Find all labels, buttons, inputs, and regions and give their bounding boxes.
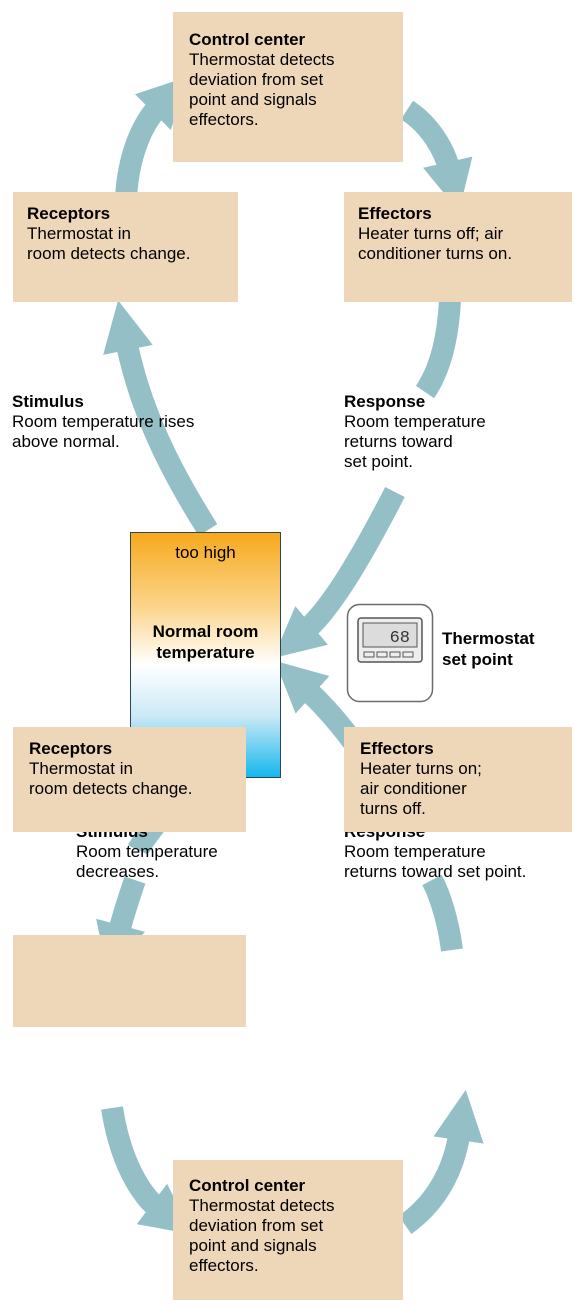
arrow-effectors-to-response-bottom (422, 874, 463, 952)
normal-temperature-label: Normal room temperature (152, 622, 259, 662)
top-effectors-box: Effectors Heater turns off; air conditio… (344, 192, 572, 302)
thermostat-label: Thermostat set point (442, 629, 535, 669)
top-control-center-box: Control center Thermostat detects deviat… (173, 12, 403, 162)
arrow-receptors-to-control (115, 76, 189, 199)
stimulus-high-text: Room temperature rises above normal. (12, 412, 195, 451)
bottom-effectors-box: Effectors Heater turns on; air condition… (344, 727, 572, 832)
arrow-receptors-to-control-bottom (101, 1106, 193, 1235)
response-high-label: Response Room temperature returns toward… (344, 392, 486, 472)
top-control-center-text: Thermostat detects deviation from set po… (189, 50, 335, 129)
bottom-receptors-title: Receptors (29, 739, 113, 758)
bottom-receptors-text: Thermostat in room detects change. (29, 759, 193, 798)
bottom-control-center-box: Control center Thermostat detects deviat… (173, 1160, 403, 1300)
response-low-text: Room temperature returns toward set poin… (344, 842, 527, 881)
bottom-effectors-text: Heater turns on; air conditioner turns o… (360, 759, 482, 818)
arrow-stimulus-to-receptors (103, 300, 218, 536)
arrow-effectors-to-response (415, 299, 461, 399)
bottom-control-center-text: Thermostat detects deviation from set po… (189, 1196, 335, 1275)
top-receptors-text: Thermostat in room detects change. (27, 224, 191, 263)
stimulus-high-title: Stimulus (12, 392, 84, 411)
top-control-center-title: Control center (189, 30, 306, 49)
bottom-control-center-title: Control center (189, 1176, 306, 1195)
top-receptors-title: Receptors (27, 204, 111, 223)
bottom-effectors-title: Effectors (360, 739, 434, 758)
response-high-title: Response (344, 392, 426, 411)
stimulus-low-text: Room temperature decreases. (76, 842, 218, 881)
thermostat-display: 68 (390, 629, 410, 648)
arrow-decrease-to-receptors (96, 876, 146, 975)
bottom-receptors-box-main (13, 935, 246, 1027)
top-effectors-text: Heater turns off; air conditioner turns … (358, 224, 513, 263)
thermostat-icon: 68 (346, 603, 434, 703)
top-effectors-title: Effectors (358, 204, 432, 223)
arrow-response-to-normal (273, 486, 405, 659)
arrow-control-to-effectors (400, 100, 473, 212)
top-receptors-box: Receptors Thermostat in room detects cha… (13, 192, 238, 302)
arrow-control-to-effectors-bottom (398, 1089, 484, 1234)
stimulus-high-label: Stimulus Room temperature rises above no… (12, 392, 194, 452)
too-high-label: too high (175, 543, 236, 562)
response-high-text: Room temperature returns toward set poin… (344, 412, 486, 471)
bottom-receptors: Receptors Thermostat in room detects cha… (13, 727, 246, 832)
